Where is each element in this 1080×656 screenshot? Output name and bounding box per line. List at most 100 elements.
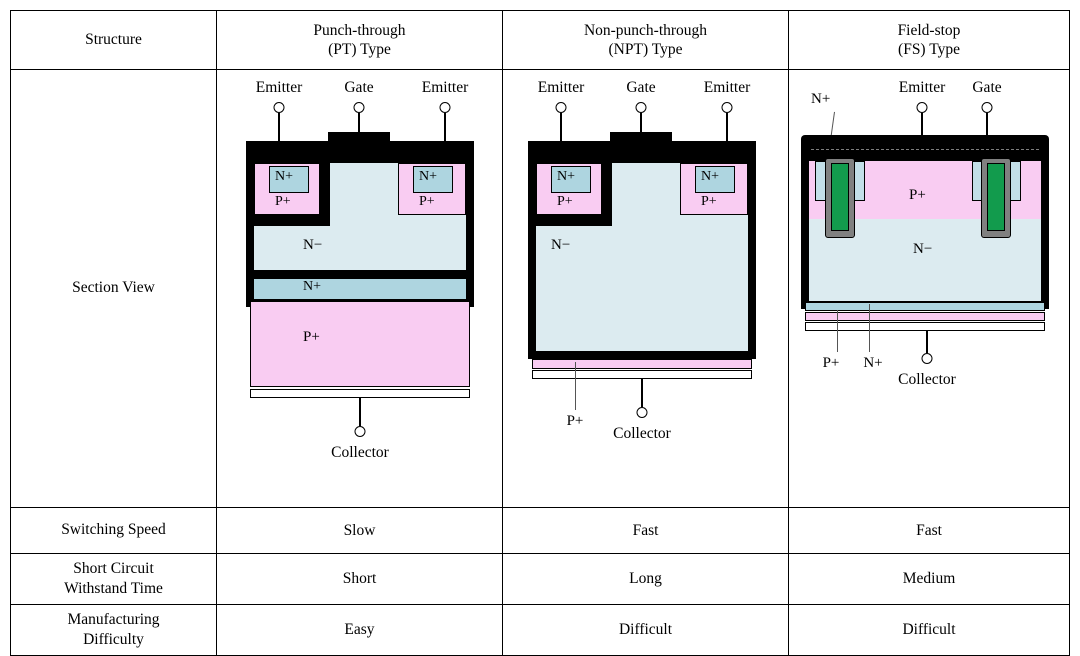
pt-region-label-p-plus-left: P+	[275, 194, 291, 209]
pt-region-n-plus-source-left	[269, 166, 309, 193]
npt-leader-line-p-plus	[575, 362, 577, 410]
pt-terminal-node-gate	[353, 102, 365, 113]
cell-manufacturing-difficulty-npt: Difficult	[502, 604, 789, 656]
cell-scwt-fs: Medium	[788, 553, 1070, 605]
diagram-cell-pt: Emitter Gate Emitter	[216, 69, 503, 508]
pt-channel-wall-left	[319, 163, 330, 226]
npt-pin-wire-emitter-left	[560, 113, 562, 141]
fs-region-label-n-plus-source: N+	[811, 91, 831, 107]
npt-channel-shoulder-left	[536, 215, 612, 226]
fs-poly-gate-left	[831, 163, 849, 231]
npt-terminal-node-emitter-right	[721, 102, 733, 113]
npt-emitter-metal	[528, 141, 756, 163]
fs-terminal-node-emitter	[916, 102, 928, 113]
npt-collector-metal	[532, 370, 752, 379]
column-header-npt-line1: Non-punch-through	[583, 21, 708, 39]
column-header-npt: Non-punch-through (NPT) Type	[502, 10, 789, 70]
table-row-short-circuit-withstand-time: Short Circuit Withstand Time Short Long …	[10, 553, 1070, 605]
pt-region-n-plus-source-right	[413, 166, 453, 193]
npt-region-label-p-plus-collector: P+	[566, 413, 584, 429]
fs-region-label-p-plus-body: P+	[909, 187, 926, 203]
pt-pin-wire-gate	[358, 113, 360, 133]
pt-pin-wire-collector	[359, 398, 361, 426]
column-header-fs-line2: (FS) Type	[898, 41, 960, 58]
npt-terminal-label-gate: Gate	[626, 79, 656, 96]
pt-region-label-n-plus-buffer: N+	[303, 279, 322, 294]
column-header-npt-line2: (NPT) Type	[608, 41, 683, 58]
fs-structure-diagram: Emitter Gate N+ N− P+	[789, 70, 1069, 507]
diagram-cell-npt: Emitter Gate Emitter N+ P+	[502, 69, 789, 508]
column-header-fs: Field-stop (FS) Type	[788, 10, 1070, 70]
fs-emitter-metal	[801, 135, 1049, 161]
table-row-switching-speed: Switching Speed Slow Fast Fast	[10, 507, 1070, 554]
npt-pin-wire-collector	[641, 379, 643, 407]
pt-terminal-label-gate: Gate	[344, 79, 374, 96]
fs-terminal-label-collector: Collector	[898, 371, 956, 388]
npt-terminal-label-emitter-left: Emitter	[537, 79, 585, 96]
pt-region-label-n-minus: N−	[303, 237, 323, 253]
cell-switching-speed-fs: Fast	[788, 507, 1070, 554]
npt-structure-diagram: Emitter Gate Emitter N+ P+	[503, 70, 788, 507]
npt-region-n-plus-source-left	[551, 166, 591, 193]
column-header-pt-line1: Punch-through	[313, 21, 406, 39]
fs-leader-line-p-plus	[837, 310, 839, 352]
cell-manufacturing-difficulty-fs: Difficult	[788, 604, 1070, 656]
row-label-manufacturing-difficulty: Manufacturing Difficulty	[10, 604, 217, 656]
pt-region-label-n-plus-left: N+	[275, 169, 294, 184]
fs-terminal-label-gate: Gate	[972, 79, 1002, 96]
pt-collector-metal	[250, 389, 470, 398]
cell-manufacturing-difficulty-pt: Easy	[216, 604, 503, 656]
cell-scwt-pt: Short	[216, 553, 503, 605]
column-header-pt: Punch-through (PT) Type	[216, 10, 503, 70]
row-label-section-view: Section View	[10, 69, 217, 508]
diagram-cell-fs: Emitter Gate N+ N− P+	[788, 69, 1070, 508]
pt-region-label-n-plus-right: N+	[419, 169, 438, 184]
table-row-section-view: Section View Emitter Gate Emitter	[10, 69, 1070, 508]
npt-terminal-node-gate	[635, 102, 647, 113]
npt-region-label-p-plus-left: P+	[557, 194, 573, 209]
pt-terminal-label-emitter-right: Emitter	[421, 79, 469, 96]
npt-region-label-n-plus-right: N+	[701, 169, 720, 184]
npt-terminal-label-emitter-right: Emitter	[703, 79, 751, 96]
cell-switching-speed-pt: Slow	[216, 507, 503, 554]
row-label-md-line2: Difficulty	[83, 631, 144, 648]
pt-terminal-node-emitter-right	[439, 102, 451, 113]
fs-terminal-node-gate	[981, 102, 993, 113]
npt-terminal-label-collector: Collector	[613, 425, 671, 442]
npt-region-label-n-plus-left: N+	[557, 169, 576, 184]
pt-terminal-label-collector: Collector	[331, 444, 389, 461]
fs-leader-line-n-plus-fieldstop	[869, 304, 871, 352]
npt-pin-wire-gate	[640, 113, 642, 133]
column-header-pt-line2: (PT) Type	[328, 41, 391, 58]
pt-pin-wire-emitter-left	[278, 113, 280, 141]
fs-region-label-n-minus: N−	[913, 241, 933, 257]
npt-region-p-plus-collector	[532, 359, 752, 369]
fs-pin-wire-emitter	[921, 113, 923, 135]
fs-interlayer-dielectric-dashed-line	[811, 149, 1039, 150]
row-label-scwt-line1: Short Circuit	[73, 559, 154, 577]
pt-region-p-plus-collector	[250, 301, 470, 387]
pt-terminal-node-emitter-left	[273, 102, 285, 113]
pt-pin-wire-emitter-right	[444, 113, 446, 141]
row-label-switching-speed: Switching Speed	[10, 507, 217, 554]
igbt-structure-comparison-table: Structure Punch-through (PT) Type Non-pu…	[10, 10, 1070, 656]
npt-terminal-node-collector	[636, 407, 648, 418]
table-row-manufacturing-difficulty: Manufacturing Difficulty Easy Difficult …	[10, 604, 1070, 656]
pt-region-label-p-plus-right: P+	[419, 194, 435, 209]
npt-region-n-plus-source-right	[695, 166, 735, 193]
row-label-scwt-line2: Withstand Time	[64, 580, 163, 597]
pt-terminal-label-emitter-left: Emitter	[255, 79, 303, 96]
npt-terminal-node-emitter-left	[555, 102, 567, 113]
npt-region-label-n-minus: N−	[551, 237, 571, 253]
fs-poly-gate-right	[987, 163, 1005, 231]
fs-region-label-p-plus-collector: P+	[822, 355, 840, 371]
pt-region-label-p-plus-collector: P+	[303, 329, 320, 345]
npt-pin-wire-emitter-right	[726, 113, 728, 141]
fs-terminal-node-collector	[921, 353, 933, 364]
fs-region-label-n-plus-fieldstop: N+	[863, 355, 883, 371]
cell-switching-speed-npt: Fast	[502, 507, 789, 554]
fs-terminal-label-emitter: Emitter	[898, 79, 946, 96]
row-label-short-circuit-withstand-time: Short Circuit Withstand Time	[10, 553, 217, 605]
fs-pin-wire-gate	[986, 113, 988, 135]
